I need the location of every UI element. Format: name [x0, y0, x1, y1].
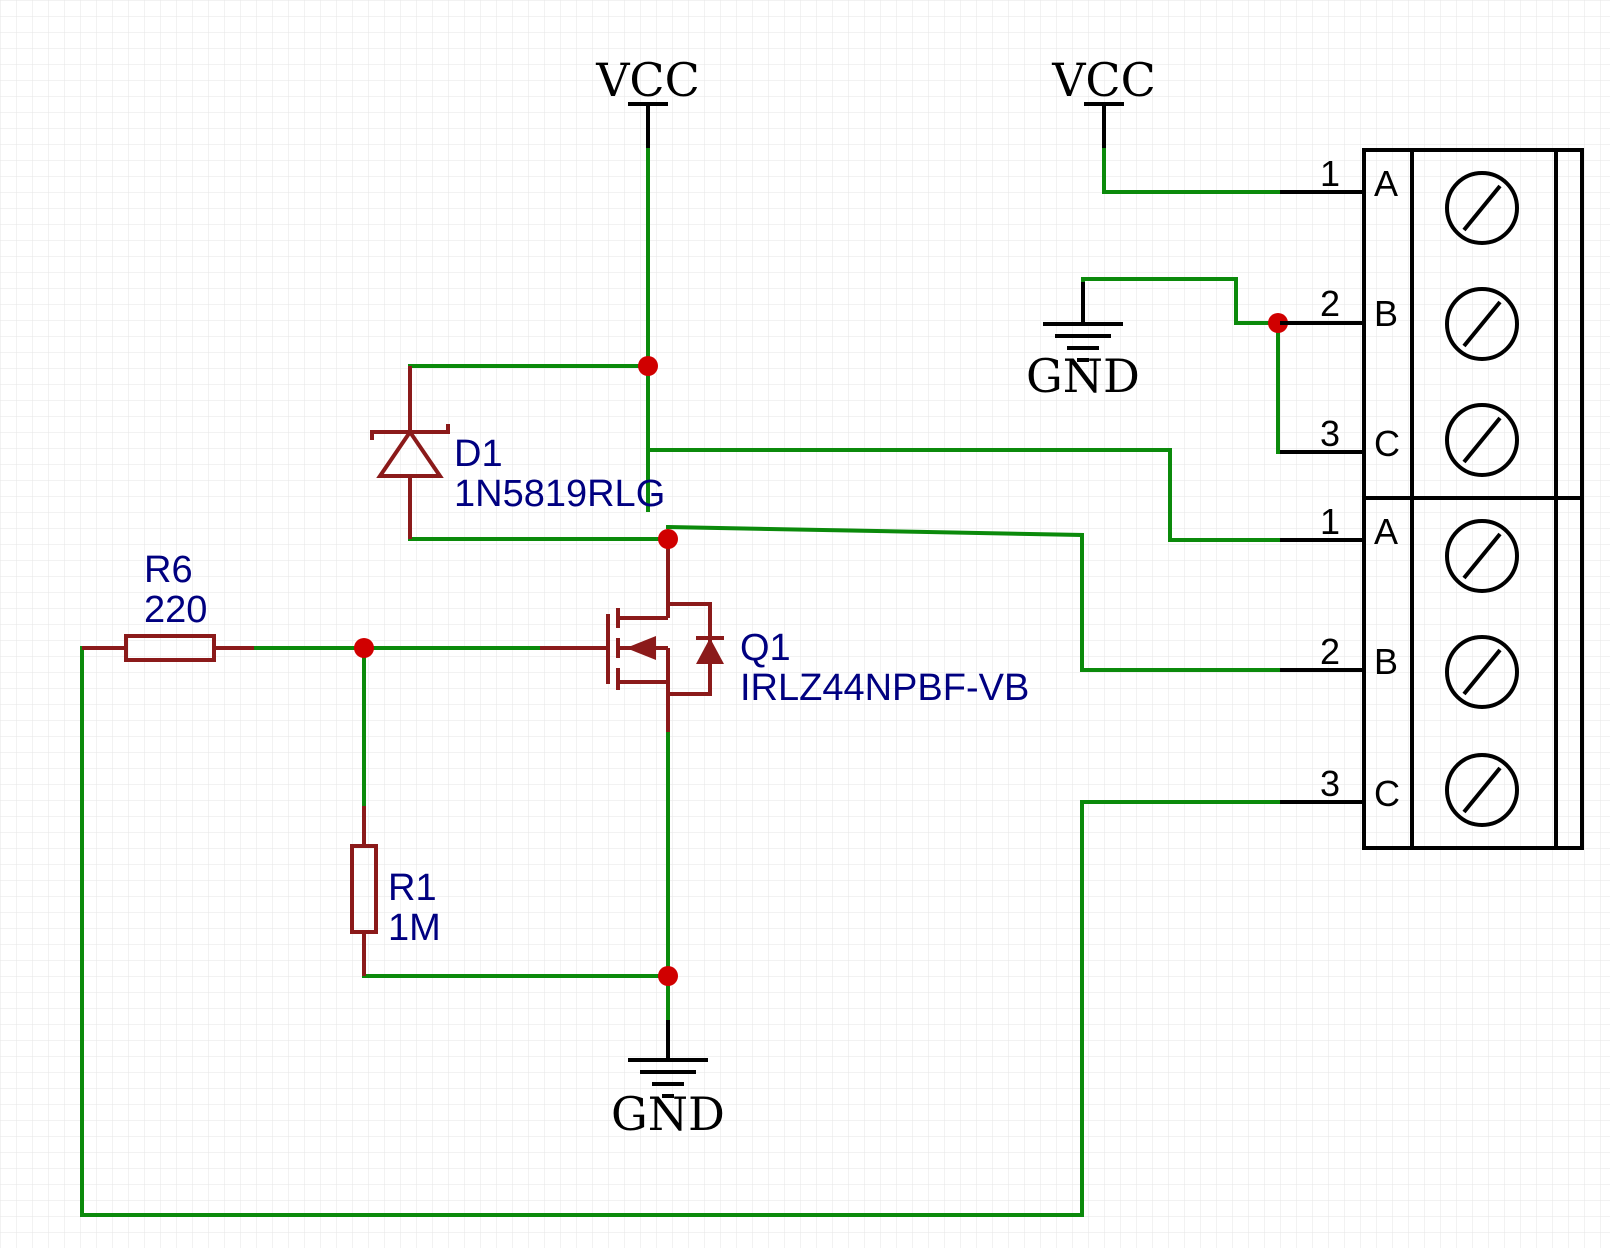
pin-number: 3 — [1320, 413, 1340, 454]
vcc-symbol-right: VCC — [1051, 53, 1156, 148]
pin-number: 2 — [1320, 283, 1340, 324]
vcc-label: VCC — [595, 53, 700, 107]
pin-name: C — [1374, 423, 1400, 464]
pin-number: 1 — [1320, 501, 1340, 542]
junction-dot — [1268, 313, 1288, 333]
junction-dot — [658, 529, 678, 549]
mosfet-q1[interactable]: Q1 IRLZ44NPBF-VB — [540, 539, 1029, 732]
wire-vcc-right — [1102, 146, 1282, 194]
pin-name: A — [1374, 511, 1398, 552]
screw-icon — [1445, 519, 1519, 593]
d1-designator: D1 — [454, 433, 503, 475]
vcc-label: VCC — [1051, 53, 1156, 107]
gnd-symbol-bottom: GND — [611, 1020, 725, 1141]
r6-value: 220 — [144, 589, 207, 631]
resistor-r1[interactable]: R1 1M — [350, 806, 441, 976]
wire-top-b-to-c — [1276, 321, 1282, 454]
terminal-block-bottom[interactable]: 1 A 2 B 3 C — [1280, 496, 1584, 850]
screw-icon — [1445, 403, 1519, 477]
resistor-r6[interactable]: R6 220 — [82, 549, 254, 662]
d1-value: 1N5819RLG — [454, 473, 665, 515]
wire-input-loop — [80, 646, 1282, 1217]
pin-number: 3 — [1320, 763, 1340, 804]
screw-icon — [1445, 753, 1519, 827]
pin-name: B — [1374, 293, 1398, 334]
junctions — [354, 313, 1288, 986]
gnd-symbol-right: GND — [1026, 282, 1140, 403]
gnd-label: GND — [611, 1087, 725, 1141]
r1-value: 1M — [388, 907, 441, 949]
wire-gnd-right — [1081, 277, 1282, 325]
wire-drain-to-bottom-b — [665, 524, 1282, 672]
wires — [80, 146, 1282, 1217]
pin-name: A — [1374, 163, 1398, 204]
pin-name: C — [1374, 773, 1400, 814]
r6-designator: R6 — [144, 549, 193, 591]
terminal-block-top[interactable]: 1 A 2 B 3 C — [1280, 148, 1584, 500]
r1-designator: R1 — [388, 867, 437, 909]
junction-dot — [658, 966, 678, 986]
gnd-label: GND — [1026, 349, 1140, 403]
screw-icon — [1445, 171, 1519, 245]
junction-dot — [638, 356, 658, 376]
junction-dot — [354, 638, 374, 658]
screw-icon — [1445, 635, 1519, 709]
screw-icon — [1445, 287, 1519, 361]
pin-number: 2 — [1320, 631, 1340, 672]
pin-name: B — [1374, 641, 1398, 682]
pin-number: 1 — [1320, 153, 1340, 194]
q1-designator: Q1 — [740, 627, 791, 669]
q1-value: IRLZ44NPBF-VB — [740, 667, 1029, 709]
vcc-symbol-left: VCC — [595, 53, 700, 148]
diode-d1[interactable]: D1 1N5819RLG — [370, 366, 665, 539]
wire-vcc-to-bottom-a — [646, 448, 1282, 542]
